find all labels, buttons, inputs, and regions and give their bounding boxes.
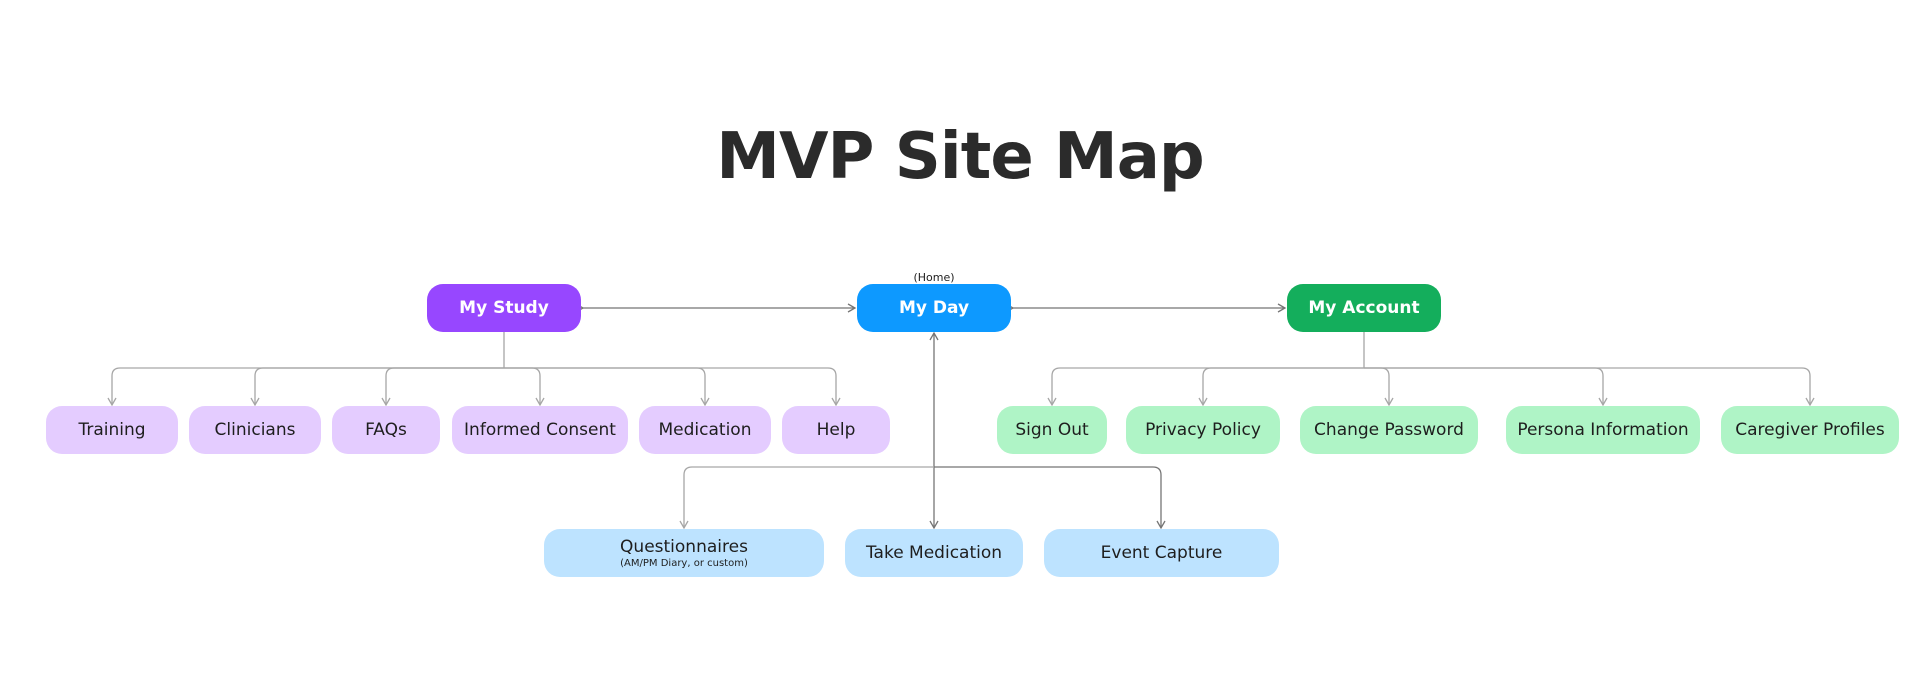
- account-tree-branch-3: [1364, 367, 1608, 407]
- study-node-label: Training: [78, 420, 146, 440]
- study-tree-branch-2: [381, 367, 504, 407]
- day-branch-questionnaires: [679, 466, 934, 530]
- my-account-label: My Account: [1308, 298, 1420, 318]
- account-node-privacy-policy[interactable]: Privacy Policy: [1126, 406, 1280, 454]
- account-node-label: Sign Out: [1015, 420, 1089, 440]
- account-tree-branch-2: [1364, 367, 1394, 407]
- home-note: (Home): [913, 271, 955, 284]
- my-day-label: My Day: [898, 298, 970, 318]
- study-tree-branch-4: [504, 367, 710, 407]
- account-tree-branch-4: [1364, 367, 1815, 407]
- my-account-node[interactable]: My Account: [1287, 284, 1441, 332]
- study-node-label: Help: [816, 420, 856, 440]
- study-tree-branch-5: [504, 367, 841, 407]
- my-study-label: My Study: [459, 298, 549, 318]
- account-node-label: Privacy Policy: [1145, 420, 1261, 440]
- study-node-label: Medication: [658, 420, 752, 440]
- account-tree-branch-1: [1198, 367, 1364, 407]
- account-node-caregiver-profiles[interactable]: Caregiver Profiles: [1721, 406, 1899, 454]
- account-node-persona-information[interactable]: Persona Information: [1506, 406, 1700, 454]
- study-node-help[interactable]: Help: [782, 406, 890, 454]
- day-node-take-medication[interactable]: Take Medication: [845, 529, 1023, 577]
- page-title: MVP Site Map: [716, 120, 1204, 194]
- study-node-training[interactable]: Training: [46, 406, 178, 454]
- day-node-sublabel: (AM/PM Diary, or custom): [620, 558, 748, 569]
- study-node-label: Informed Consent: [464, 420, 616, 440]
- account-node-label: Caregiver Profiles: [1735, 420, 1885, 440]
- account-node-sign-out[interactable]: Sign Out: [997, 406, 1107, 454]
- study-node-clinicians[interactable]: Clinicians: [189, 406, 321, 454]
- study-node-label: FAQs: [365, 420, 407, 440]
- study-tree-branch-0: [107, 367, 504, 407]
- study-node-informed-consent[interactable]: Informed Consent: [452, 406, 628, 454]
- study-tree-branch-3: [504, 367, 545, 407]
- study-tree-branch-1: [250, 367, 504, 407]
- day-node-event-capture[interactable]: Event Capture: [1044, 529, 1279, 577]
- my-day-node[interactable]: My Day: [857, 284, 1011, 332]
- study-node-faqs[interactable]: FAQs: [332, 406, 440, 454]
- day-node-label: Event Capture: [1100, 543, 1223, 563]
- day-node-questionnaires[interactable]: Questionnaires (AM/PM Diary, or custom): [544, 529, 824, 577]
- study-node-label: Clinicians: [214, 420, 296, 440]
- day-node-label: Questionnaires: [620, 537, 748, 557]
- study-node-medication[interactable]: Medication: [639, 406, 771, 454]
- day-node-label: Take Medication: [865, 543, 1003, 563]
- day-branch-event-capture: [934, 466, 1166, 530]
- account-node-change-password[interactable]: Change Password: [1300, 406, 1478, 454]
- my-study-node[interactable]: My Study: [427, 284, 581, 332]
- account-tree-branch-0: [1047, 367, 1364, 407]
- account-node-label: Change Password: [1314, 420, 1464, 440]
- account-node-label: Persona Information: [1517, 420, 1689, 440]
